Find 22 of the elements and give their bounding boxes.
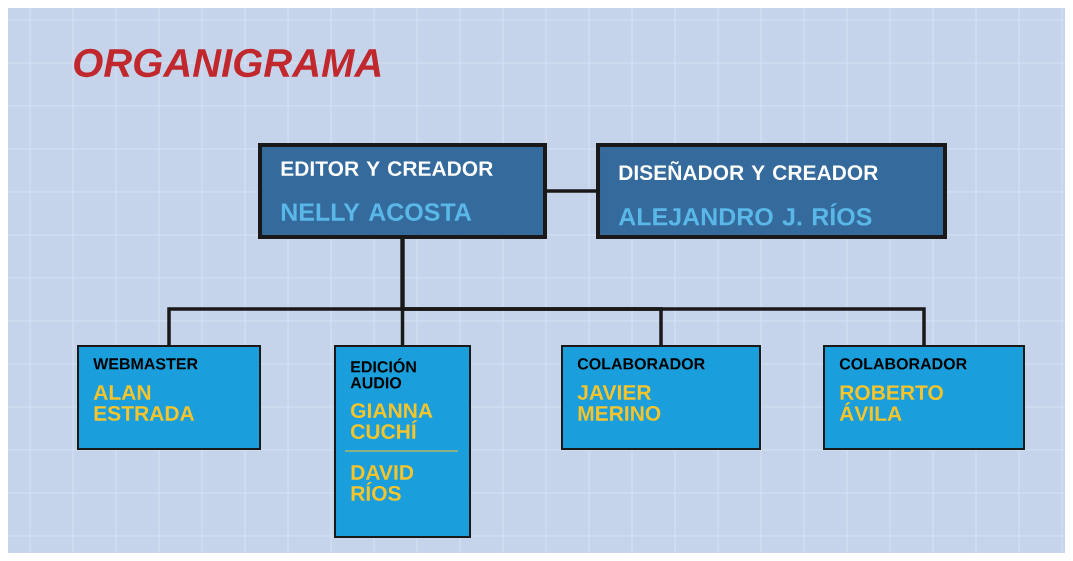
person-name: ROBERTO ÁVILA [839,385,943,421]
org-box [77,345,261,450]
person-name: JAVIER MERINO [577,385,661,421]
connector-line [547,189,596,193]
role-title: WEBMASTER [93,358,198,370]
org-box [258,143,547,239]
person-name: ALAN ESTRADA [93,385,195,421]
org-box [334,345,471,538]
org-box [561,345,761,450]
role-title: COLABORADOR [839,358,967,370]
role-title: DISEÑADOR Y CREADOR [619,161,878,181]
connector-line [400,239,926,345]
person-name: NELLY ACOSTA [281,203,472,221]
person-name: ALEJANDRO J. RÍOS [618,203,872,226]
title: ORGANIGRAMA [74,48,381,78]
person-name: DAVID RÍOS [351,465,414,501]
org-box [596,143,947,239]
role-title: EDITOR Y CREADOR [281,161,493,177]
person-name: GIANNA CUCHÍ [351,403,433,440]
role-title: EDICIÓN AUDIO [350,358,416,389]
role-title: COLABORADOR [577,358,705,370]
org-box [823,345,1025,450]
